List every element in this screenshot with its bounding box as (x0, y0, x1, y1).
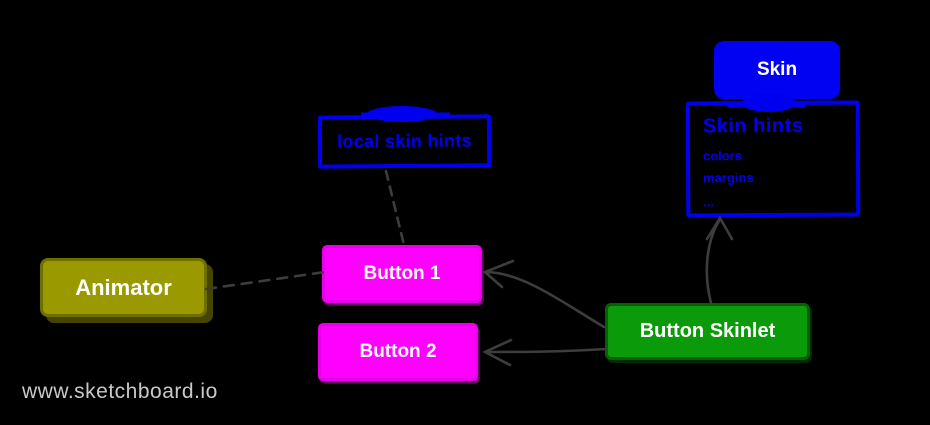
edge-localhints-button1[interactable] (384, 169, 406, 247)
skin-hints-item-ellipsis: ... (703, 194, 715, 210)
sketchboard-watermark: www.sketchboard.io (22, 380, 218, 403)
node-button-1[interactable]: Button 1 (322, 245, 482, 303)
node-button-2[interactable]: Button 2 (318, 323, 478, 381)
node-animator[interactable]: Animator (40, 258, 207, 317)
node-local-skin-hints[interactable]: local skin hints (317, 114, 492, 169)
arrowhead-button1 (482, 259, 515, 289)
node-local-skin-hints-label: local skin hints (337, 130, 472, 152)
edge-skinlet-skinhints[interactable] (705, 219, 721, 305)
node-button-1-label: Button 1 (363, 263, 441, 284)
arrowhead-skinhints (705, 215, 734, 241)
node-skin-hints[interactable]: Skin hints colors margins ... (685, 100, 861, 218)
skin-hints-title: Skin hints (702, 114, 804, 138)
node-animator-label: Animator (75, 274, 172, 300)
skin-hints-item-margins: margins (703, 170, 754, 186)
node-skin[interactable]: Skin (714, 41, 840, 99)
node-button-2-label: Button 2 (359, 341, 437, 362)
node-button-skinlet-label: Button Skinlet (639, 320, 776, 342)
node-button-skinlet[interactable]: Button Skinlet (605, 303, 810, 360)
edge-animator-button1[interactable] (204, 270, 327, 291)
edge-skinlet-button1[interactable] (485, 270, 606, 329)
edge-skinlet-button2[interactable] (485, 347, 608, 354)
arrowhead-button2 (482, 338, 513, 367)
node-skin-label: Skin (756, 59, 798, 80)
skin-hints-item-colors: colors (702, 148, 743, 164)
